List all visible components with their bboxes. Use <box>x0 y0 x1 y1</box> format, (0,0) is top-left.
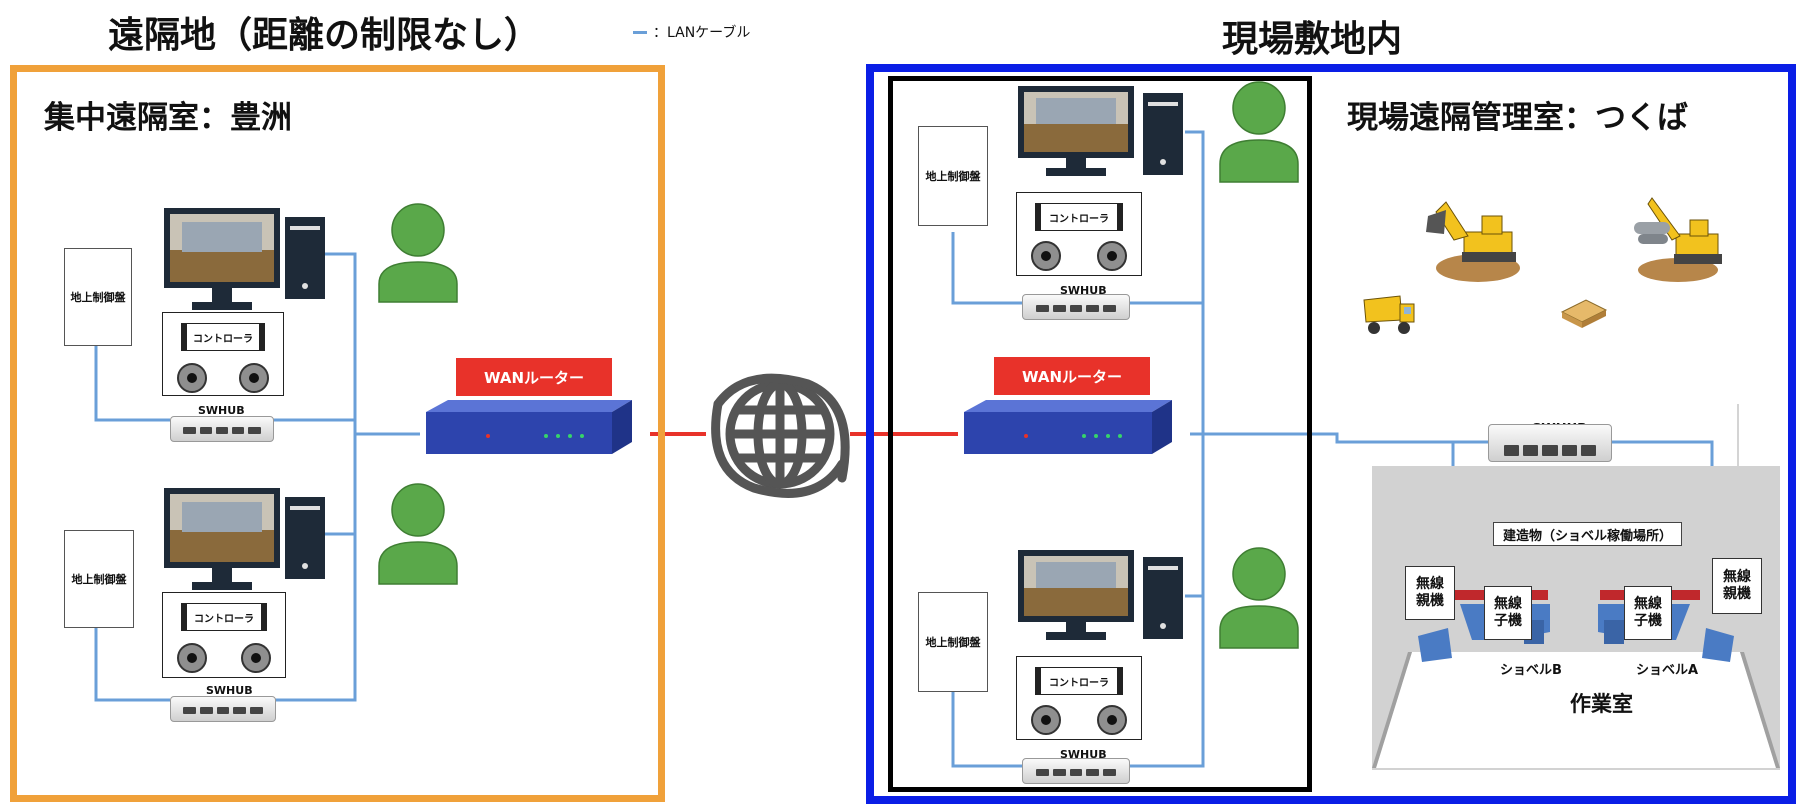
shovel-a-label: ショベルA <box>1636 663 1699 678</box>
wireless-parent-label: 無線 親機 <box>1723 569 1751 602</box>
toyosu-room-label: 集中遠隔室：豊洲 <box>44 100 292 136</box>
person-icon <box>378 483 458 585</box>
wireless-parent-right: 無線 親機 <box>1712 558 1762 614</box>
dial-icon <box>1097 241 1127 271</box>
ground-panel-label: 地上制御盤 <box>925 170 981 183</box>
controller-label: コントローラ <box>1035 667 1123 695</box>
dial-icon <box>1097 705 1127 735</box>
monitor-icon <box>1018 86 1134 176</box>
excavator-icon <box>1634 197 1722 282</box>
wireless-child-b: 無線 子機 <box>1484 586 1532 640</box>
pc-tower-icon <box>285 497 325 579</box>
swhub <box>1022 294 1130 320</box>
dial-icon <box>239 363 269 393</box>
onsite-title: 現場敷地内 <box>1222 19 1403 60</box>
router-icon <box>426 400 632 454</box>
wireless-child-a: 無線 子機 <box>1624 586 1672 640</box>
router-icon <box>964 400 1172 454</box>
lan-cable <box>272 252 357 422</box>
remote-site-title: 遠隔地（距離の制限なし） <box>108 15 541 56</box>
dial-icon <box>1031 241 1061 271</box>
dial-icon <box>241 643 271 673</box>
ground-panel-label: 地上制御盤 <box>70 291 126 304</box>
lan-cable-swatch <box>633 30 647 34</box>
controller: コントローラ <box>1016 192 1142 276</box>
dial-icon <box>177 643 207 673</box>
tsukuba-station-frame <box>888 76 1312 792</box>
pc-tower-icon <box>1143 557 1183 639</box>
monitor-icon <box>164 208 280 310</box>
wan-router-label: WANルーター <box>456 358 612 396</box>
person-icon <box>378 203 458 303</box>
remote-room-frame <box>10 65 665 802</box>
wireless-child-label: 無線 子機 <box>1634 596 1662 629</box>
controller: コントローラ <box>162 312 284 396</box>
controller-label: コントローラ <box>181 603 267 631</box>
ground-control-panel: 地上制御盤 <box>918 592 988 692</box>
ground-panel-label: 地上制御盤 <box>925 636 981 649</box>
swhub-label: SWHUB <box>1060 748 1107 761</box>
lan-cable <box>1310 432 1488 444</box>
wireless-parent-left: 無線 親機 <box>1405 566 1455 620</box>
monitor-icon <box>164 488 280 590</box>
swhub <box>170 416 274 442</box>
swhub-label: SWHUB <box>198 404 245 417</box>
person-icon <box>1219 547 1299 649</box>
swhub <box>1488 424 1612 462</box>
lan-cable <box>94 628 170 702</box>
shovel-b-label: ショベルB <box>1500 663 1562 678</box>
controller-label: コントローラ <box>181 323 265 351</box>
pc-tower-icon <box>1143 93 1183 175</box>
tsukuba-room-label: 現場遠隔管理室：つくば <box>1347 100 1688 136</box>
swhub <box>1022 758 1130 784</box>
controller: コントローラ <box>1016 656 1142 740</box>
dial-icon <box>1031 705 1061 735</box>
wan-router-label: WANルーター <box>994 357 1150 395</box>
dump-truck-icon <box>1363 295 1415 334</box>
controller: コントローラ <box>162 592 286 678</box>
monitor-icon <box>1018 550 1134 640</box>
person-icon <box>1219 81 1299 183</box>
wireless-parent-label: 無線 親機 <box>1416 576 1444 609</box>
workroom-label: 作業室 <box>1570 692 1633 716</box>
globe-icon <box>711 373 850 498</box>
lan-cable <box>94 338 170 422</box>
swhub-label: SWHUB <box>206 684 253 697</box>
onsite-frame <box>866 64 1796 804</box>
building-label: 建造物（ショベル稼働場所） <box>1493 522 1682 546</box>
lumber-icon <box>1560 299 1608 328</box>
ground-panel-label: 地上制御盤 <box>71 573 127 586</box>
lan-cable <box>951 232 1022 305</box>
controller-label: コントローラ <box>1035 203 1123 231</box>
swhub <box>170 696 276 722</box>
dial-icon <box>177 363 207 393</box>
lan-cable <box>1128 130 1205 305</box>
wireless-child-label: 無線 子機 <box>1494 596 1522 629</box>
ground-control-panel: 地上制御盤 <box>64 530 134 628</box>
ground-control-panel: 地上制御盤 <box>64 248 132 346</box>
legend: ：LANケーブル <box>633 22 750 42</box>
legend-label: ：LANケーブル <box>653 25 751 41</box>
ground-control-panel: 地上制御盤 <box>918 126 988 226</box>
excavator-icon <box>1426 201 1520 282</box>
pc-tower-icon <box>285 217 325 299</box>
swhub-label: SWHUB <box>1060 284 1107 297</box>
